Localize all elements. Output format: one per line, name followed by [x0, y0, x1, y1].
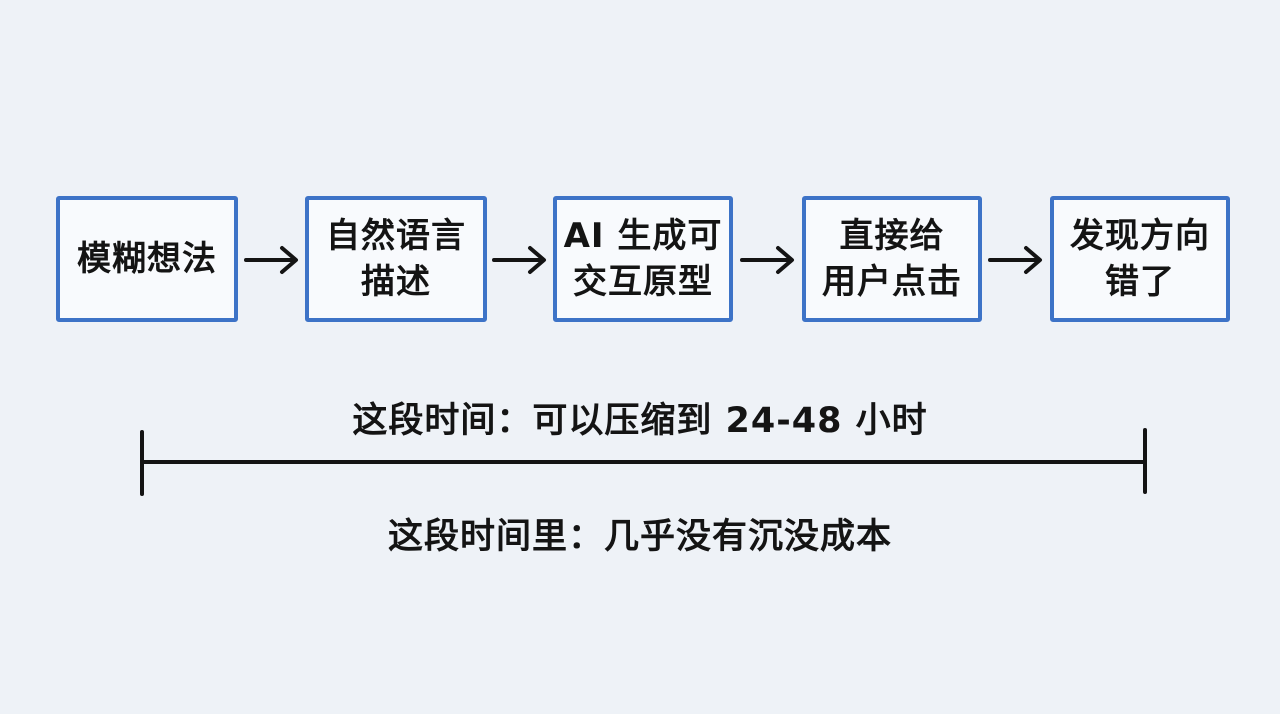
step-label: 自然语言 描述: [326, 216, 466, 302]
step-label: 发现方向 错了: [1070, 216, 1210, 302]
arrow-right-icon: [244, 246, 298, 274]
step-wrong-direction: 发现方向 错了: [1050, 196, 1230, 322]
arrow-right-icon: [988, 246, 1042, 274]
step-label: AI 生成可 交互原型: [563, 216, 723, 302]
step-ai-prototype: AI 生成可 交互原型: [553, 196, 733, 322]
arrow-right-icon: [492, 246, 546, 274]
step-label: 直接给 用户点击: [822, 216, 962, 302]
timeline-top-caption: 这段时间：可以压缩到 24-48 小时: [352, 401, 928, 441]
timeline-bottom-caption: 这段时间里：几乎没有沉没成本: [387, 517, 892, 557]
timeline-bracket: [140, 428, 1147, 496]
step-user-click: 直接给 用户点击: [802, 196, 982, 322]
step-natural-language: 自然语言 描述: [305, 196, 487, 322]
arrow-right-icon: [740, 246, 794, 274]
step-vague-idea: 模糊想法: [56, 196, 238, 322]
step-label: 模糊想法: [77, 239, 217, 279]
